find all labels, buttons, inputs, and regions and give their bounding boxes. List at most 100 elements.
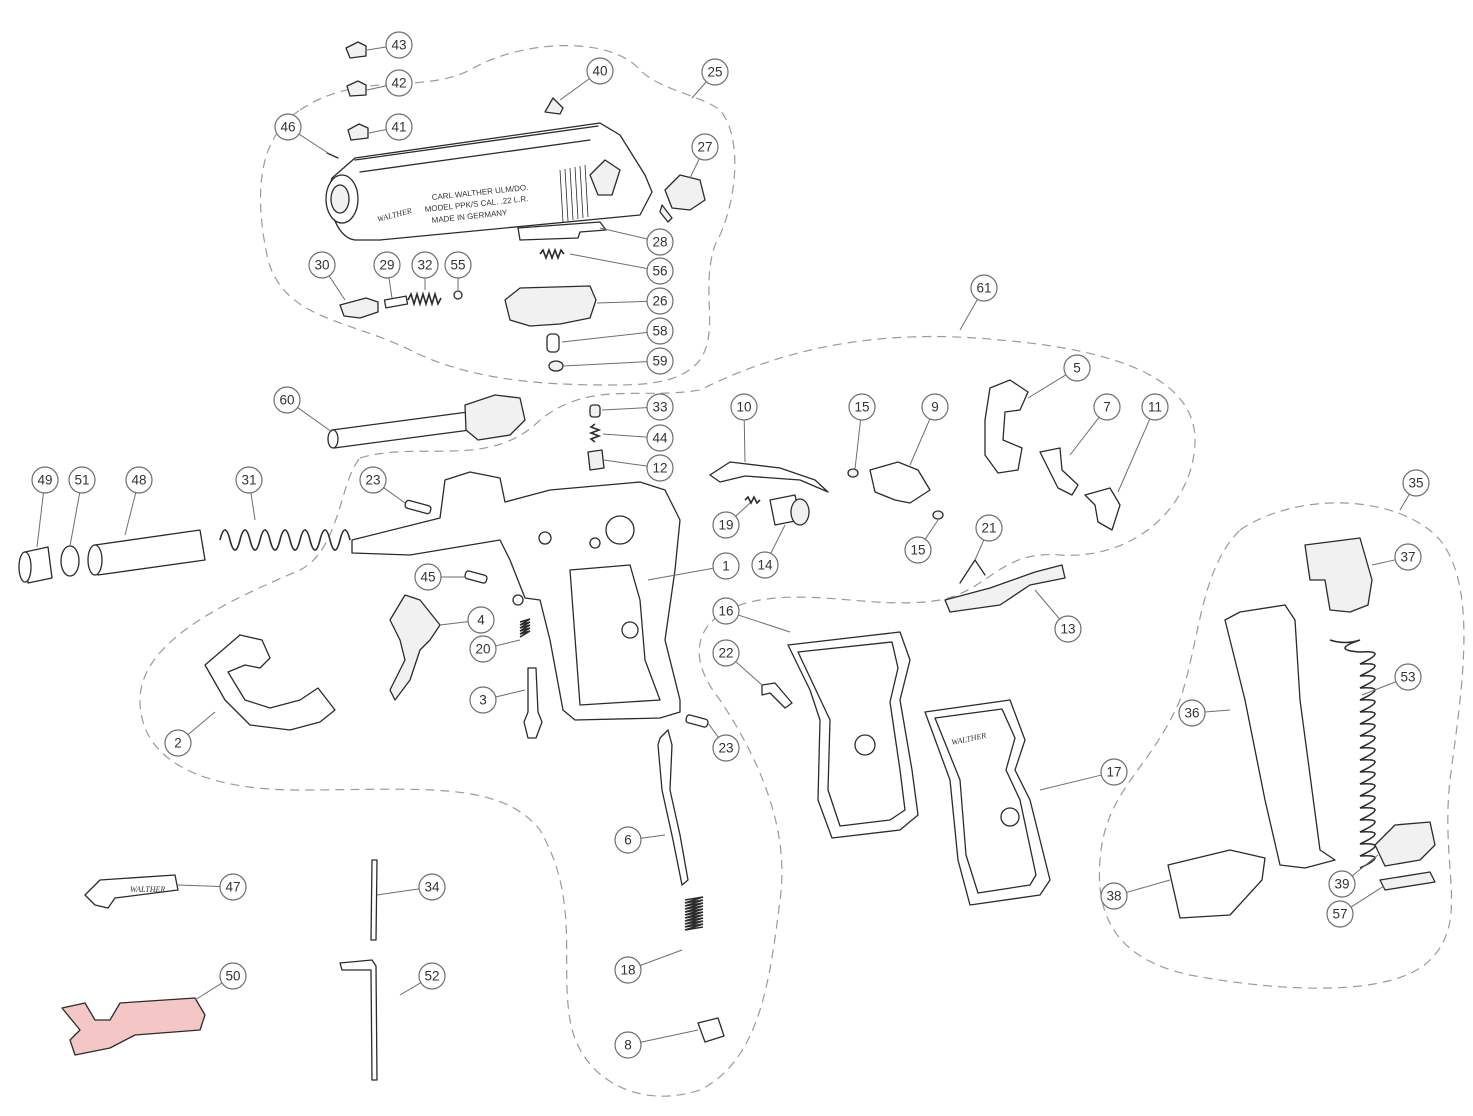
callout-label: 1 [722, 559, 730, 574]
callout-label: 59 [652, 354, 667, 369]
spring-part-18 [684, 896, 704, 931]
callout-circle [691, 133, 719, 161]
callout-label: 23 [365, 473, 380, 488]
callout-label: 23 [718, 741, 733, 756]
callout-label: 47 [225, 880, 240, 895]
slide-assembly-outline [259, 45, 736, 386]
callout-label: 13 [1060, 622, 1075, 637]
callout-label: 61 [976, 281, 991, 296]
callout-label: 51 [74, 473, 89, 488]
callout-58: 58 [646, 317, 674, 345]
callout-16: 16 [712, 597, 740, 625]
callout-label: 49 [37, 473, 52, 488]
callout-leader [640, 949, 683, 966]
callout-51: 51 [68, 466, 96, 494]
spring-part-19 [744, 495, 761, 505]
callout-circle [1063, 354, 1091, 382]
disconnector-part-5 [984, 379, 1029, 474]
callout-leader [743, 419, 746, 463]
callout-label: 43 [391, 38, 406, 53]
callout-leader [1361, 681, 1397, 696]
callout-circle [1326, 900, 1354, 928]
callout-circle [359, 466, 387, 494]
callout-39: 39 [1328, 870, 1356, 898]
callout-leader [640, 834, 666, 839]
callout-27: 27 [691, 133, 719, 161]
callout-circle [646, 424, 674, 452]
hex-key-tool-part-52 [339, 959, 378, 1081]
tube-part-48 [87, 529, 206, 576]
callout-leader [1351, 854, 1379, 877]
callout-leader [924, 519, 939, 540]
callout-circle [219, 873, 247, 901]
pin-part-23-lower [685, 714, 709, 728]
callout-circle [712, 597, 740, 625]
callout-circle [646, 228, 674, 256]
spring-part-7 [1039, 447, 1079, 496]
callout-label: 34 [424, 880, 440, 895]
callout-circle [1054, 615, 1082, 643]
callout-leader [366, 46, 387, 51]
pin-part-29 [383, 295, 409, 309]
callout-circle [1100, 882, 1128, 910]
callout-circle [274, 113, 302, 141]
callout-2: 2 [164, 729, 192, 757]
callout-label: 57 [1332, 907, 1347, 922]
callout-19: 19 [712, 511, 740, 539]
callout-14: 14 [751, 551, 779, 579]
callout-label: 9 [931, 400, 939, 415]
callout-circle [235, 466, 263, 494]
callout-circle [712, 734, 740, 762]
callout-40: 40 [586, 57, 614, 85]
callout-leader [735, 661, 763, 686]
callout-circle [1178, 699, 1206, 727]
callout-57: 57 [1326, 900, 1354, 928]
callout-56: 56 [646, 257, 674, 285]
callout-label: 32 [417, 258, 432, 273]
callout-leader [194, 982, 223, 1001]
sight-part-43 [345, 41, 367, 59]
callout-leader [909, 418, 931, 466]
callout-label: 6 [624, 833, 632, 848]
callout-label: 50 [225, 969, 240, 984]
callout-leader [561, 331, 648, 343]
callout-61: 61 [970, 274, 998, 302]
callout-43: 43 [385, 31, 413, 59]
callout-circle [614, 956, 642, 984]
trigger-bar-part-13 [944, 564, 1066, 613]
callout-circle [219, 962, 247, 990]
callout-leader [596, 300, 648, 304]
callout-circle [614, 826, 642, 854]
callout-leader [599, 227, 648, 240]
callout-leader [399, 982, 422, 996]
callout-leader [601, 407, 648, 411]
callout-circle [385, 113, 413, 141]
callout-label: 39 [1334, 877, 1349, 892]
callout-23: 23 [359, 466, 387, 494]
callout-label: 12 [652, 461, 667, 476]
callout-11: 11 [1141, 393, 1169, 421]
callout-label: 35 [1408, 476, 1423, 491]
callout-leader [124, 492, 137, 536]
pin-part-15-upper [847, 468, 859, 478]
frame-part [351, 471, 681, 721]
callout-leader [707, 722, 719, 738]
callout-label: 38 [1106, 889, 1121, 904]
callout-circle [467, 606, 495, 634]
callout-13: 13 [1054, 615, 1082, 643]
callout-59: 59 [646, 347, 674, 375]
wrench-tool-part-50 [61, 997, 206, 1056]
callout-leader [562, 361, 648, 367]
callout-30: 30 [308, 251, 336, 279]
callout-31: 31 [235, 466, 263, 494]
callout-12: 12 [646, 454, 674, 482]
callout-leader [36, 492, 44, 548]
tool-logo: WALTHER [130, 885, 165, 894]
grip-left-screw-hole [854, 734, 876, 756]
spring-part-44 [588, 423, 602, 443]
callout-circle [1141, 393, 1169, 421]
callout-leader [298, 133, 329, 154]
callout-18: 18 [614, 956, 642, 984]
callout-38: 38 [1100, 882, 1128, 910]
callout-leader [735, 502, 751, 517]
